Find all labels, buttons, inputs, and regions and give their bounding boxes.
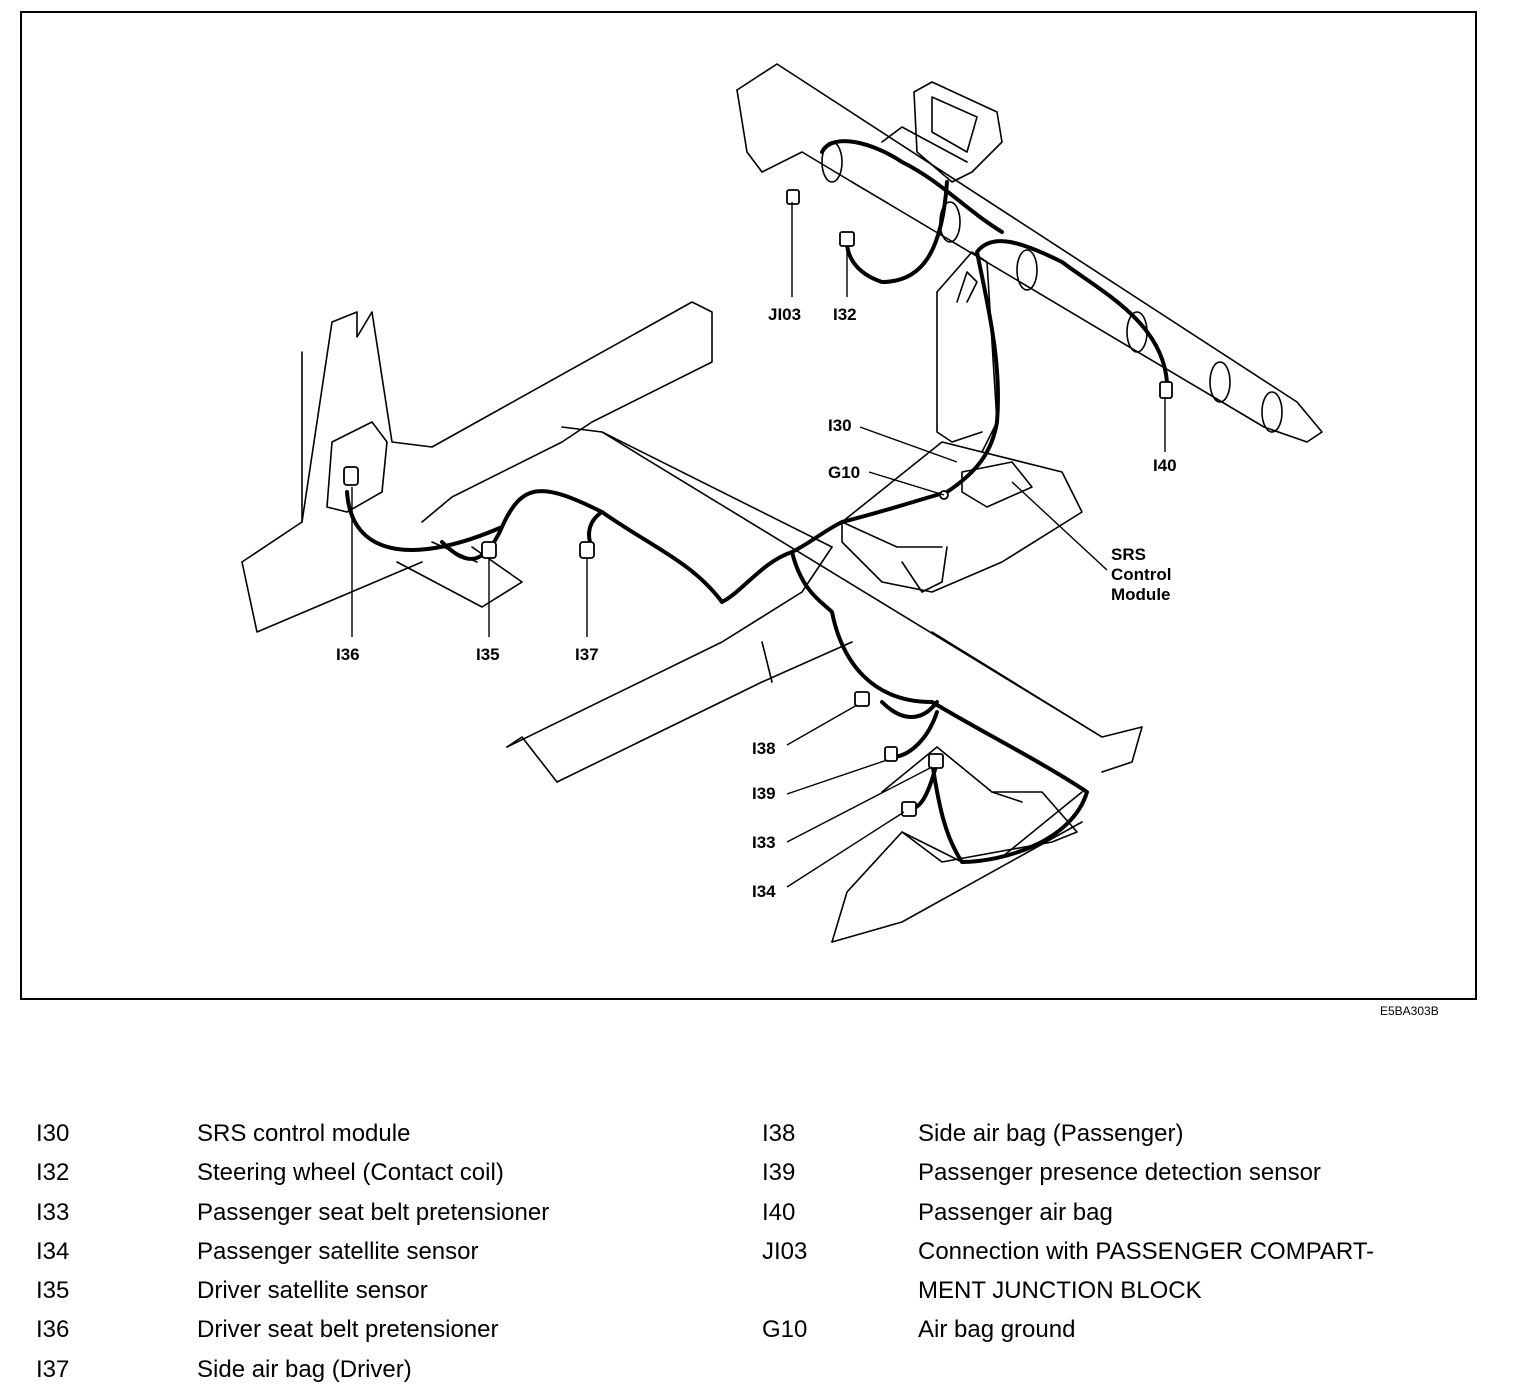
srs-line-1: SRS <box>1111 545 1146 564</box>
legend-code: I36 <box>36 1316 70 1344</box>
legend-description: Side air bag (Driver) <box>197 1355 412 1383</box>
cross-beam <box>736 63 1323 443</box>
legend-description: Side air bag (Passenger) <box>918 1120 1184 1147</box>
legend-code: I39 <box>762 1159 796 1187</box>
legend-description: MENT JUNCTION BLOCK <box>918 1277 1202 1305</box>
callout-i33: I33 <box>752 833 776 852</box>
legend-code: I33 <box>36 1198 70 1226</box>
connector-i33 <box>928 753 944 769</box>
diagram-frame: JI03 I32 I30 G10 I40 SRS Control Module … <box>20 11 1477 1000</box>
callout-i36: I36 <box>336 645 360 664</box>
callout-i34: I34 <box>752 882 776 901</box>
leader-lines <box>351 202 1166 888</box>
legend-description: Passenger seat belt pretensioner <box>197 1198 550 1226</box>
connector-i32 <box>839 231 855 247</box>
srs-line-2: Control <box>1111 565 1172 584</box>
callout-srs-control-module: SRS Control Module <box>1111 545 1171 605</box>
callout-i32: I32 <box>833 305 857 324</box>
legend-code: G10 <box>762 1316 808 1344</box>
connector-i40 <box>1159 381 1173 399</box>
connector-i34 <box>901 801 917 817</box>
connector-j103 <box>786 189 800 205</box>
legend-description: Driver satellite sensor <box>197 1277 428 1305</box>
legend-code: I35 <box>36 1277 70 1305</box>
legend-description: Passenger air bag <box>918 1198 1113 1226</box>
callout-i40: I40 <box>1153 456 1177 475</box>
connector-i38 <box>854 691 870 707</box>
connector-i37 <box>579 541 595 559</box>
legend-description: Driver seat belt pretensioner <box>197 1316 499 1344</box>
callout-g10: G10 <box>828 463 861 482</box>
srs-line-3: Module <box>1111 585 1171 604</box>
center-strut <box>936 251 998 453</box>
legend-code: I40 <box>762 1198 796 1226</box>
connectors <box>343 189 1173 817</box>
legend-description: Passenger presence detection sensor <box>918 1159 1321 1187</box>
legend-code: JI03 <box>762 1237 808 1265</box>
callout-i37: I37 <box>575 645 599 664</box>
callout-i38: I38 <box>752 739 776 758</box>
figure-code: E5BA303B <box>1380 1004 1439 1018</box>
legend-description: Passenger satellite sensor <box>197 1237 479 1265</box>
legend-code: I34 <box>36 1237 70 1265</box>
driver-floor <box>241 301 713 633</box>
legend-description: Connection with PASSENGER COMPART- <box>918 1237 1375 1265</box>
floor-tunnel <box>506 426 1143 783</box>
console <box>841 441 1083 593</box>
callout-j103: JI03 <box>768 305 802 324</box>
legend-code: I32 <box>36 1159 70 1187</box>
connector-i36 <box>343 466 359 486</box>
legend-code: I38 <box>762 1120 796 1147</box>
passenger-floor <box>831 746 1083 943</box>
legend-description: Air bag ground <box>918 1316 1076 1344</box>
connector-i35 <box>481 541 497 559</box>
harness-drawing <box>241 63 1323 943</box>
callout-i30: I30 <box>828 416 852 435</box>
callout-i39: I39 <box>752 784 776 803</box>
legend-description: Steering wheel (Contact coil) <box>197 1159 504 1187</box>
legend-code: I37 <box>36 1355 70 1383</box>
legend-code: I30 <box>36 1120 70 1147</box>
callout-i35: I35 <box>476 645 500 664</box>
connector-i39 <box>884 746 898 762</box>
legend-description: SRS control module <box>197 1120 411 1147</box>
